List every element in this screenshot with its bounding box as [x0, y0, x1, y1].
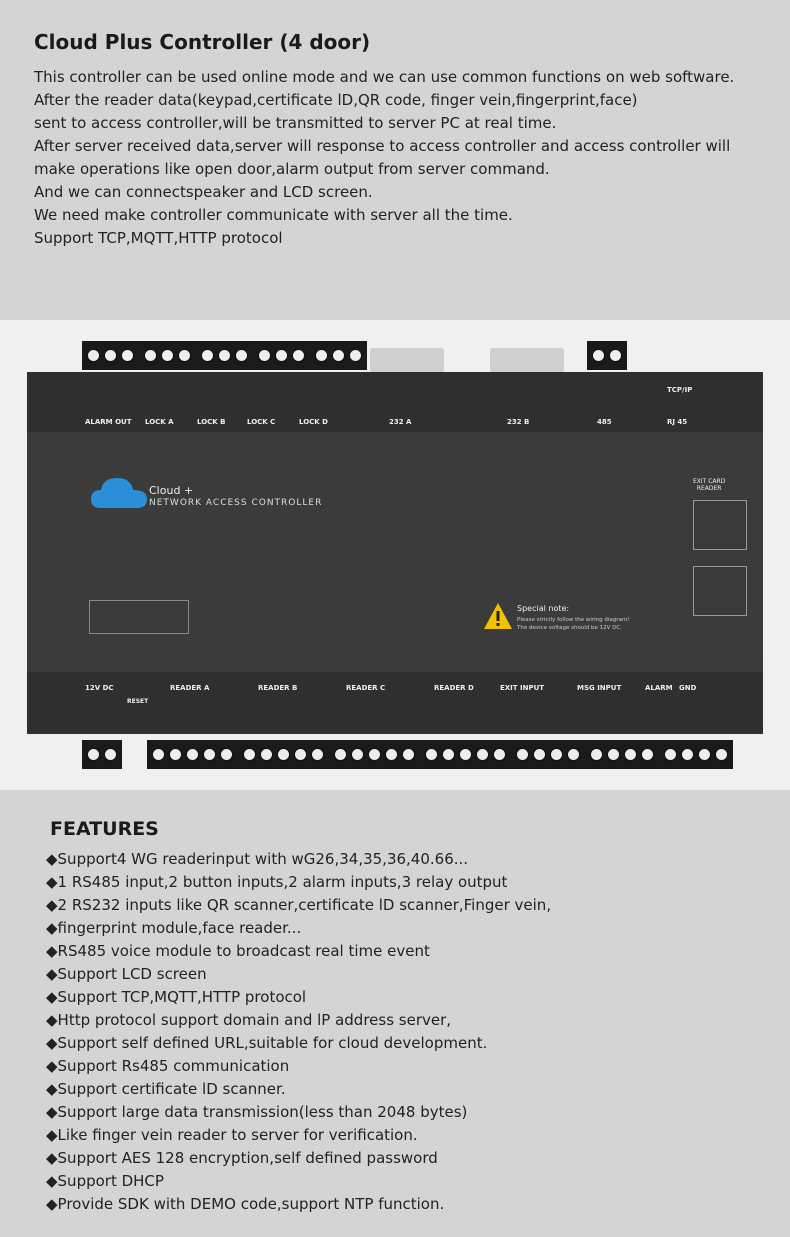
- label-reader-c: READER C: [346, 684, 386, 692]
- feature-item: ◆Http protocol support domain and lP add…: [46, 1011, 452, 1029]
- exit-card-pinout-upper: [693, 500, 747, 550]
- brand-name: Cloud +: [149, 484, 194, 497]
- label-msg-input: MSG INPUT: [577, 684, 622, 692]
- lcd-window: [89, 600, 189, 634]
- terminal-block-lock-d: [310, 341, 367, 370]
- feature-item: ◆2 RS232 inputs like QR scanner,certific…: [46, 896, 552, 914]
- description-line: We need make controller communicate with…: [34, 206, 513, 224]
- feature-item: ◆Support4 WG readerinput with wG26,34,35…: [46, 850, 469, 868]
- exit-card-pinout-lower: [693, 566, 747, 616]
- db9-connector-232a: [370, 348, 444, 376]
- terminal-block-reader-a: [147, 740, 238, 769]
- feature-item: ◆RS485 voice module to broadcast real ti…: [46, 942, 430, 960]
- feature-item: ◆Like finger vein reader to server for v…: [46, 1126, 418, 1144]
- feature-item: ◆Support DHCP: [46, 1172, 164, 1190]
- terminal-block-exit-input: [511, 740, 585, 769]
- terminal-block-reader-b: [238, 740, 329, 769]
- label-232a: 232 A: [389, 418, 412, 426]
- warning-icon: [484, 603, 512, 629]
- cloud-logo-icon: [91, 478, 147, 508]
- bottom-terminal-blocks: [147, 740, 733, 769]
- label-232b: 232 B: [507, 418, 530, 426]
- label-tcpip: TCP/IP: [667, 386, 693, 394]
- label-exit-input: EXIT INPUT: [500, 684, 545, 692]
- feature-item: ◆Support self defined URL,suitable for c…: [46, 1034, 488, 1052]
- feature-item: ◆Support Rs485 communication: [46, 1057, 290, 1075]
- exit-card-label: EXIT CARD READER: [693, 478, 726, 492]
- terminal-block-lock-b: [196, 341, 253, 370]
- intro-section: [0, 0, 790, 320]
- description-line: After server received data,server will r…: [34, 137, 731, 155]
- page-title: Cloud Plus Controller (4 door): [34, 30, 371, 54]
- terminal-block-alarm: [659, 740, 733, 769]
- label-12v-dc: 12V DC: [85, 684, 114, 692]
- label-lock-a: LOCK A: [145, 418, 174, 426]
- device-bottom-band: [27, 672, 763, 734]
- special-note-title: Special note:: [517, 604, 570, 613]
- feature-item: ◆Support large data transmission(less th…: [46, 1103, 468, 1121]
- description-line: sent to access controller,will be transm…: [34, 114, 557, 132]
- feature-item: ◆1 RS485 input,2 button inputs,2 alarm i…: [46, 873, 508, 891]
- power-terminal-block: [82, 740, 122, 769]
- label-alarm: ALARM: [645, 684, 673, 692]
- features-title: FEATURES: [50, 818, 159, 840]
- description-line: Support TCP,MQTT,HTTP protocol: [34, 229, 283, 247]
- label-reader-b: READER B: [258, 684, 298, 692]
- label-gnd: GND: [679, 684, 697, 692]
- brand-subtitle: NETWORK ACCESS CONTROLLER: [149, 498, 323, 508]
- feature-item: ◆Provide SDK with DEMO code,support NTP …: [46, 1195, 445, 1213]
- terminal-block-lock-a: [139, 341, 196, 370]
- description-line: And we can connectspeaker and LCD screen…: [34, 183, 373, 201]
- terminal-block-reader-d: [420, 740, 511, 769]
- terminal-block-alarm-out: [82, 341, 139, 370]
- top-terminal-blocks: [82, 341, 367, 370]
- feature-item: ◆Support LCD screen: [46, 965, 207, 983]
- label-rj45: RJ 45: [667, 418, 688, 426]
- description-line: After the reader data(keypad,certificate…: [34, 91, 638, 109]
- label-lock-b: LOCK B: [197, 418, 226, 426]
- terminal-block-reader-c: [329, 740, 420, 769]
- db9-connector-232b: [490, 348, 564, 376]
- features-list: ◆Support4 WG readerinput with wG26,34,35…: [46, 848, 551, 1216]
- label-reset: RESET: [127, 698, 149, 705]
- label-485: 485: [597, 418, 612, 426]
- label-reader-d: READER D: [434, 684, 474, 692]
- feature-item: ◆Support certificate lD scanner.: [46, 1080, 286, 1098]
- device-front-panel: [27, 440, 763, 660]
- feature-item: ◆Support TCP,MQTT,HTTP protocol: [46, 988, 307, 1006]
- label-alarm-out: ALARM OUT: [85, 418, 132, 426]
- terminal-block-msg-input: [585, 740, 659, 769]
- special-note-line: The device voltage should be 12V DC.: [517, 625, 623, 631]
- device-top-band: [27, 372, 763, 432]
- description-line: This controller can be used online mode …: [34, 68, 735, 86]
- label-reader-a: READER A: [170, 684, 210, 692]
- special-note-line: Please strictly follow the wiring diagra…: [517, 617, 630, 623]
- controller-device: ALARM OUT LOCK A LOCK B LOCK C LOCK D 23…: [27, 372, 763, 734]
- description-line: make operations like open door,alarm out…: [34, 160, 550, 178]
- feature-item: ◆Support AES 128 encryption,self defined…: [46, 1149, 438, 1167]
- terminal-block-lock-c: [253, 341, 310, 370]
- label-lock-c: LOCK C: [247, 418, 276, 426]
- features-section: [0, 790, 790, 1237]
- terminal-block-485: [587, 341, 627, 370]
- feature-item: ◆fingerprint module,face reader...: [46, 919, 302, 937]
- description: This controller can be used online mode …: [34, 66, 784, 250]
- label-lock-d: LOCK D: [299, 418, 328, 426]
